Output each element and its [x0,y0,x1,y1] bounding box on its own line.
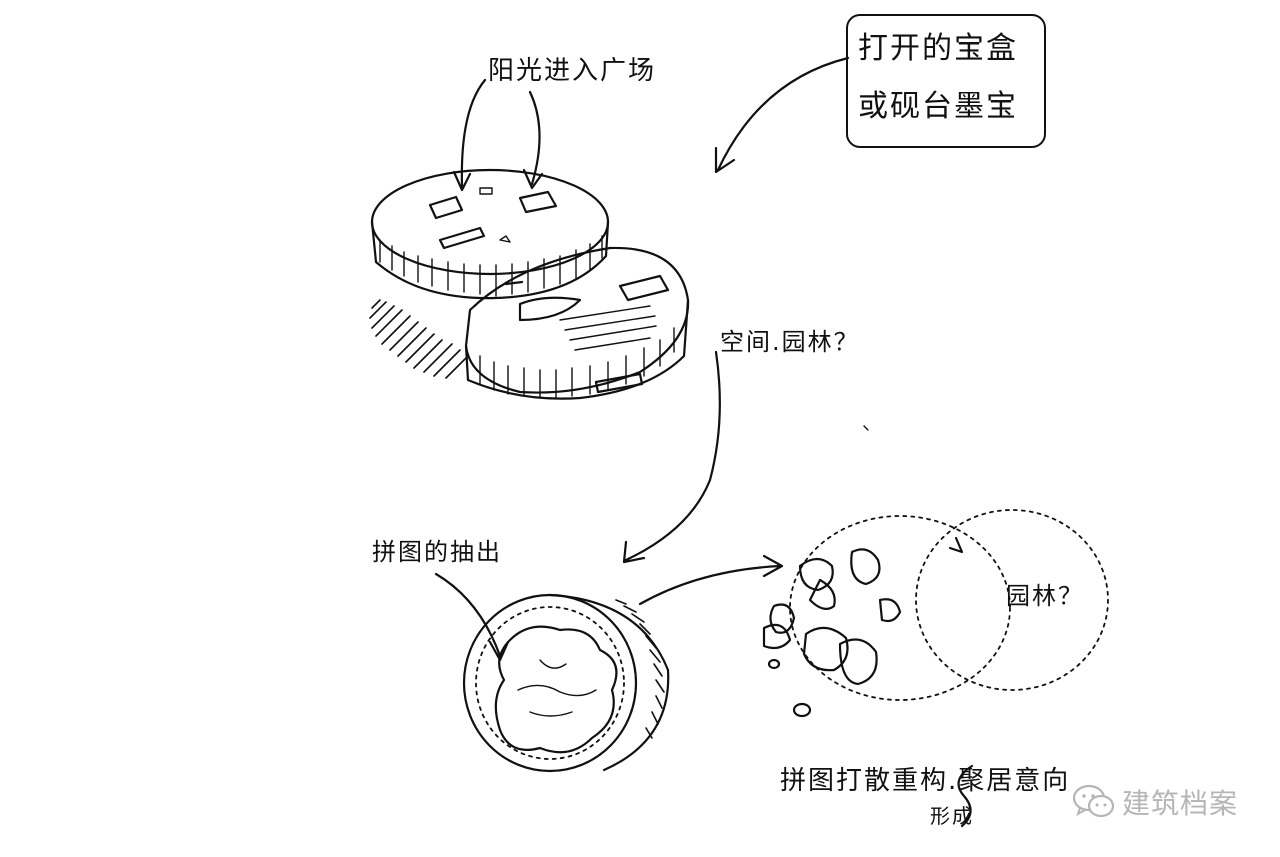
annotation-form: 形成 [930,804,974,828]
annotation-rearrange: 拼图打散重构.聚居意向 [780,766,1071,796]
form-connector [957,764,974,828]
arrow-puzzle-label [434,572,510,662]
annotation-light-into-plaza: 阳光进入广场 [488,56,657,86]
arrow-box-to-lid [714,56,850,174]
watermark-text: 建筑档案 [1122,787,1239,820]
annotation-box-line2: 或砚台墨宝 [858,89,1018,124]
annotation-garden-question: 园林？ [1006,582,1084,610]
annotation-box-line1: 打开的宝盒 [858,31,1018,66]
watermark: 建筑档案 [1072,782,1238,822]
lower-disc [464,246,690,400]
annotation-puzzle-extraction: 拼图的抽出 [372,538,502,566]
arrow-light-left [452,78,487,192]
puzzle-disc [462,593,670,773]
arrow-light-right [522,90,544,190]
stray-mark [863,425,869,431]
arrow-space-to-puzzle [622,350,721,564]
annotation-space-garden: 空间.园林？ [720,328,860,356]
shadow-hatch [369,299,467,379]
arrow-disc-to-scatter [638,554,784,606]
wechat-icon [1072,784,1115,818]
upper-disc [370,168,610,300]
scatter-diagram [762,509,1109,718]
annotation-box-frame [846,14,1046,148]
